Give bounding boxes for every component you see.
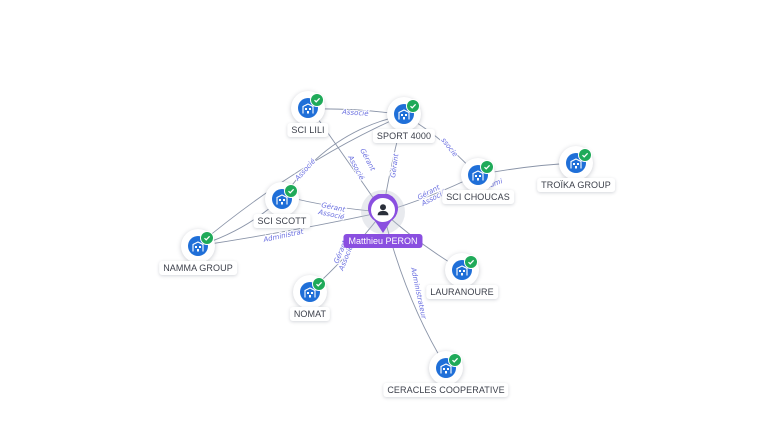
- node-label: SCI CHOUCAS: [442, 190, 514, 204]
- verified-check-icon: [578, 148, 592, 162]
- verified-check-icon: [406, 99, 420, 113]
- verified-check-icon: [464, 255, 478, 269]
- node-label: LAURANOURE: [426, 285, 498, 299]
- node-label: SCI SCOTT: [253, 214, 311, 228]
- node-label: SCI LILI: [287, 123, 329, 137]
- edge-namma-center: [196, 211, 384, 247]
- verified-check-icon: [312, 277, 326, 291]
- verified-check-icon: [284, 184, 298, 198]
- edge-label: Associé: [341, 108, 370, 118]
- node-label: CERACLES COOPERATIVE: [383, 383, 509, 397]
- verified-check-icon: [310, 93, 324, 107]
- node-label: NOMAT: [289, 307, 331, 321]
- edge-label: Administrateur: [409, 266, 428, 321]
- node-label: SPORT 4000: [372, 129, 436, 143]
- verified-check-icon: [448, 353, 462, 367]
- node-label: NAMMA GROUP: [159, 261, 237, 275]
- verified-check-icon: [200, 231, 214, 245]
- edge-label: Administrat: [262, 228, 305, 245]
- edge-ceracles-center: [382, 211, 447, 368]
- edge-sport4000-namma: [196, 114, 405, 247]
- person-icon: [368, 194, 398, 233]
- node-label: TROÏKA GROUP: [537, 178, 615, 192]
- edge-label: Associé: [293, 157, 318, 183]
- person-label: Matthieu PERON: [343, 234, 423, 248]
- verified-check-icon: [480, 160, 494, 174]
- edge-label: Gérant: [389, 153, 400, 178]
- edge-label: ssocie: [439, 136, 459, 158]
